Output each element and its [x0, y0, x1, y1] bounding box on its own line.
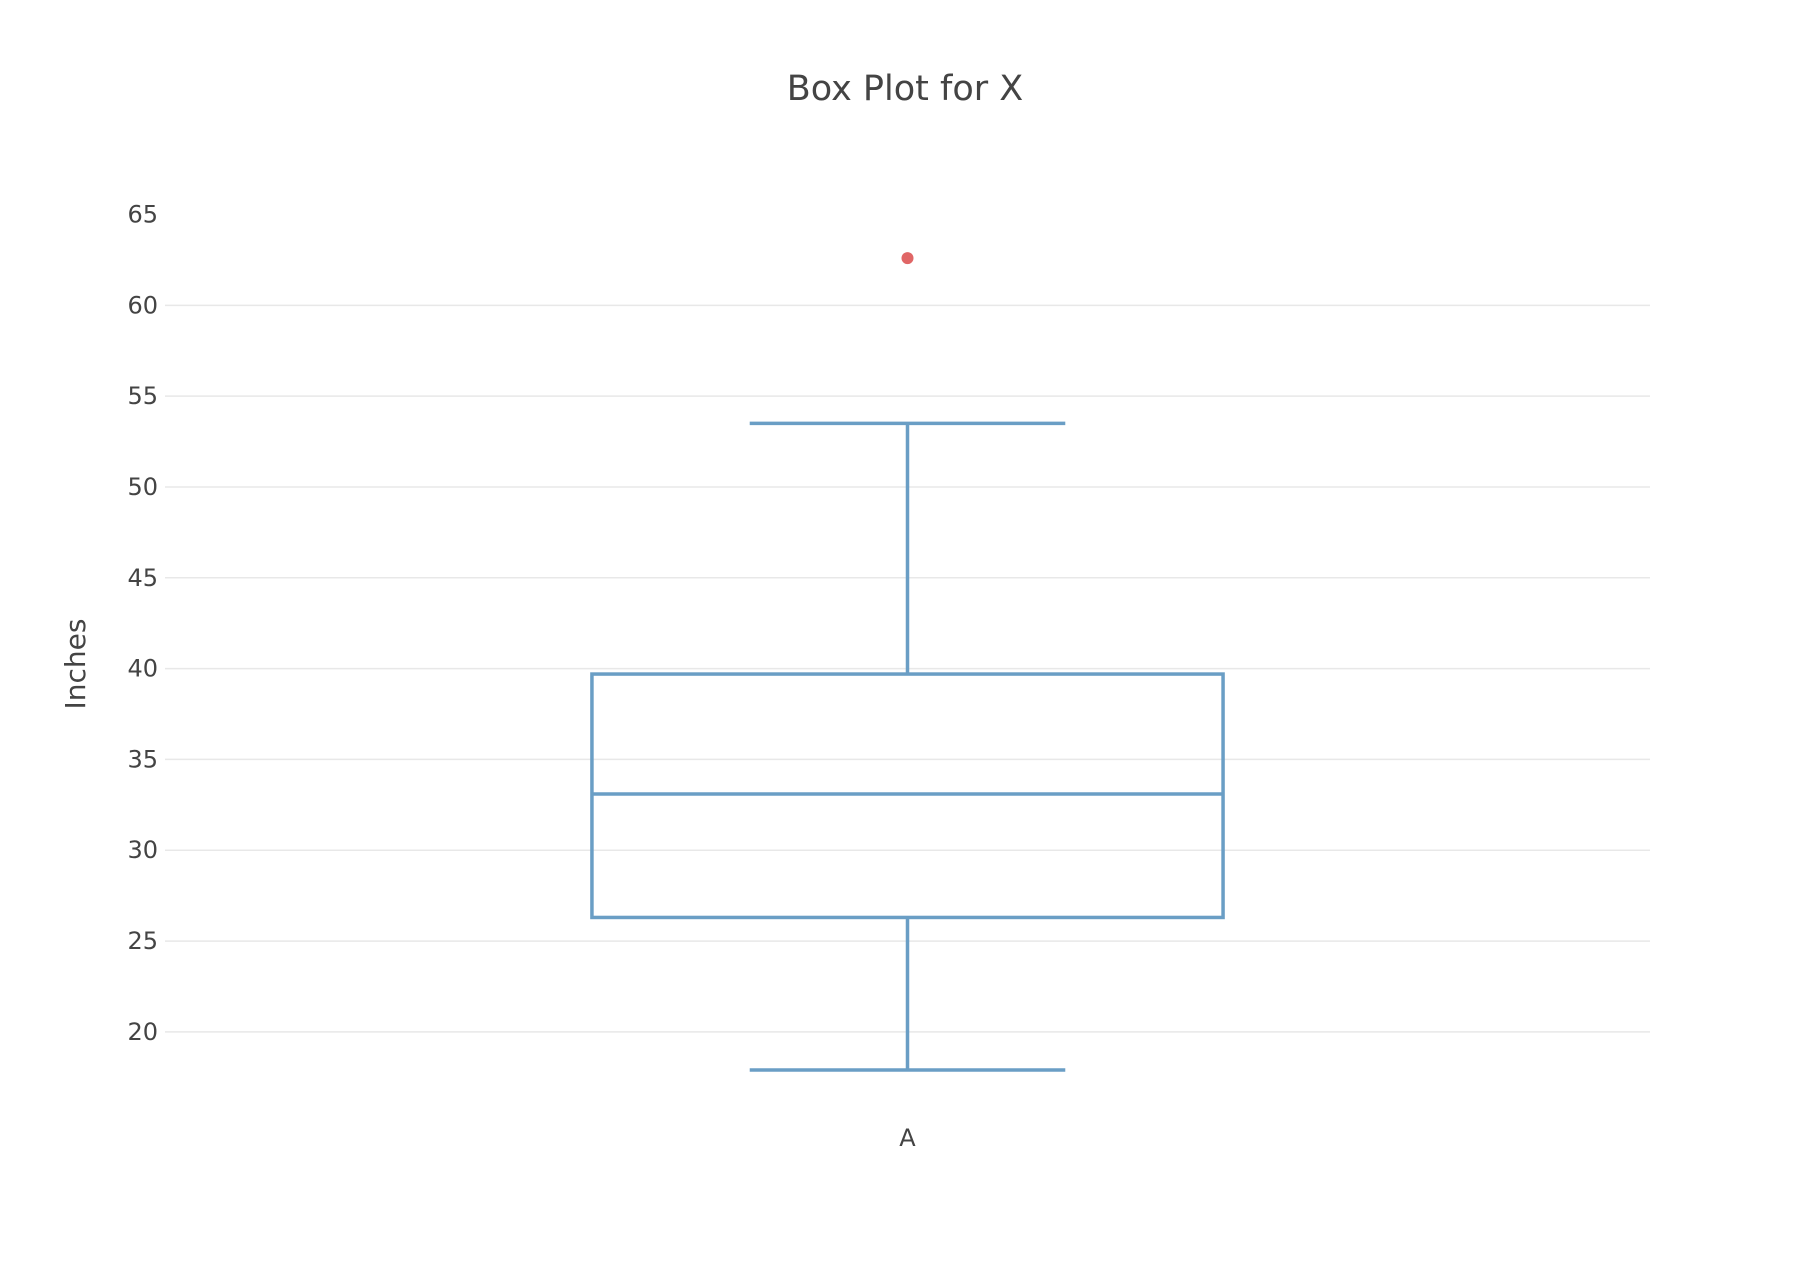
- y-tick-label-60: 60: [127, 291, 158, 319]
- outlier-point-0: [901, 252, 914, 265]
- y-tick-label-30: 30: [127, 836, 158, 864]
- box-iqr: [590, 672, 1225, 920]
- y-tick-label-65: 65: [127, 200, 158, 228]
- y-tick-label-40: 40: [127, 655, 158, 683]
- chart-title: Box Plot for X: [787, 69, 1024, 109]
- x-tick-label-A: A: [899, 1124, 916, 1152]
- y-tick-label-45: 45: [127, 564, 158, 592]
- box-A: A: [590, 252, 1225, 1152]
- y-tick-label-25: 25: [127, 927, 158, 955]
- y-tick-label-55: 55: [127, 382, 158, 410]
- y-tick-label-20: 20: [127, 1018, 158, 1046]
- y-axis-ticks: 20 25 30 35 40 45 50 55 60 65: [127, 200, 158, 1045]
- y-tick-label-50: 50: [127, 473, 158, 501]
- y-tick-label-35: 35: [127, 745, 158, 773]
- y-axis-title: Inches: [59, 619, 92, 710]
- box-series: A: [590, 252, 1225, 1152]
